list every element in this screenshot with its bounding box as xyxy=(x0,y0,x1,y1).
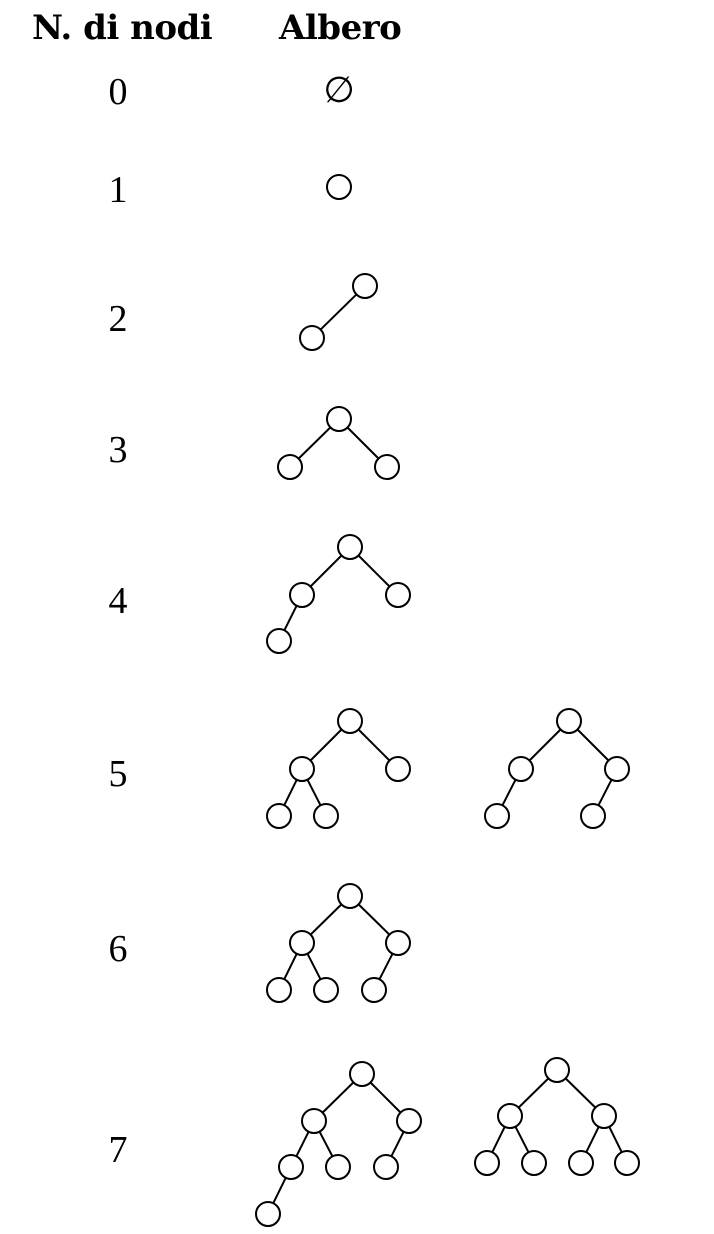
tree-node xyxy=(614,1150,640,1176)
tree-node xyxy=(556,708,582,734)
tree-nodes xyxy=(255,174,640,1227)
tree-node xyxy=(326,174,352,200)
tree-edge xyxy=(357,728,391,762)
tree-node xyxy=(289,930,315,956)
row-count-1: 1 xyxy=(108,169,128,211)
tree-edges xyxy=(272,293,623,1204)
tree-edge xyxy=(576,728,610,762)
tree-edge xyxy=(306,953,322,980)
row-count-4: 4 xyxy=(108,580,128,622)
row-count-5: 5 xyxy=(108,753,128,795)
tree-edge xyxy=(309,554,343,588)
tree-node xyxy=(374,454,400,480)
tree-edge xyxy=(319,293,358,331)
tree-edge xyxy=(306,779,322,806)
tree-node xyxy=(544,1057,570,1083)
tree-edge xyxy=(321,1081,355,1114)
header-node-count: N. di nodi xyxy=(32,8,213,48)
tree-node xyxy=(568,1150,594,1176)
tree-node xyxy=(508,756,534,782)
tree-node xyxy=(266,803,292,829)
header-tree: Albero xyxy=(279,8,402,48)
tree-edge xyxy=(378,953,394,980)
tree-node xyxy=(385,930,411,956)
tree-node xyxy=(396,1108,422,1134)
tree-node xyxy=(604,756,630,782)
row-count-6: 6 xyxy=(108,928,128,970)
tree-node xyxy=(325,1154,351,1180)
tree-node xyxy=(301,1108,327,1134)
tree-node xyxy=(299,325,325,351)
tree-edge xyxy=(585,1126,600,1153)
tree-edge xyxy=(390,1131,405,1157)
tree-edge xyxy=(283,605,298,631)
tree-node xyxy=(497,1103,523,1129)
tree-node xyxy=(580,803,606,829)
tree-node xyxy=(278,1154,304,1180)
tree-node xyxy=(352,273,378,299)
tree-edge xyxy=(318,1131,334,1157)
tree-node xyxy=(326,406,352,432)
tree-edge xyxy=(564,1077,597,1109)
tree-edge xyxy=(597,779,613,806)
tree-edge xyxy=(608,1126,623,1153)
tree-edge xyxy=(272,1177,287,1204)
tree-node xyxy=(266,628,292,654)
tree-edge xyxy=(528,728,562,762)
tree-node xyxy=(385,756,411,782)
tree-edge xyxy=(517,1077,550,1109)
tree-node xyxy=(277,454,303,480)
row-count-0: 0 xyxy=(108,71,128,113)
tree-edge xyxy=(295,1131,310,1157)
tree-node xyxy=(373,1154,399,1180)
tree-node xyxy=(337,708,363,734)
row-count-2: 2 xyxy=(108,298,128,340)
tree-node xyxy=(591,1103,617,1129)
tree-edge xyxy=(491,1126,506,1153)
tree-node xyxy=(484,803,510,829)
tree-node xyxy=(521,1150,547,1176)
row-count-7: 7 xyxy=(108,1129,128,1171)
tree-edge xyxy=(357,903,391,936)
tree-edge xyxy=(283,953,298,980)
tree-node xyxy=(474,1150,500,1176)
tree-node xyxy=(361,977,387,1003)
tree-node xyxy=(337,883,363,909)
tree-edge xyxy=(357,554,391,588)
tree-edge xyxy=(501,779,517,806)
tree-node xyxy=(337,534,363,560)
tree-node xyxy=(255,1201,281,1227)
tree-node xyxy=(289,582,315,608)
row-count-3: 3 xyxy=(108,429,128,471)
tree-edge xyxy=(369,1081,402,1114)
tree-edge xyxy=(514,1126,530,1153)
tree-node xyxy=(349,1061,375,1087)
tree-edge xyxy=(309,728,343,762)
tree-node xyxy=(313,977,339,1003)
tree-node xyxy=(313,803,339,829)
tree-edge xyxy=(283,779,298,806)
tree-edge xyxy=(346,426,380,460)
tree-edge xyxy=(309,903,343,936)
tree-node xyxy=(289,756,315,782)
tree-node xyxy=(385,582,411,608)
empty-set-symbol: ∅ xyxy=(323,70,355,111)
tree-node xyxy=(266,977,292,1003)
tree-edge xyxy=(297,426,332,460)
